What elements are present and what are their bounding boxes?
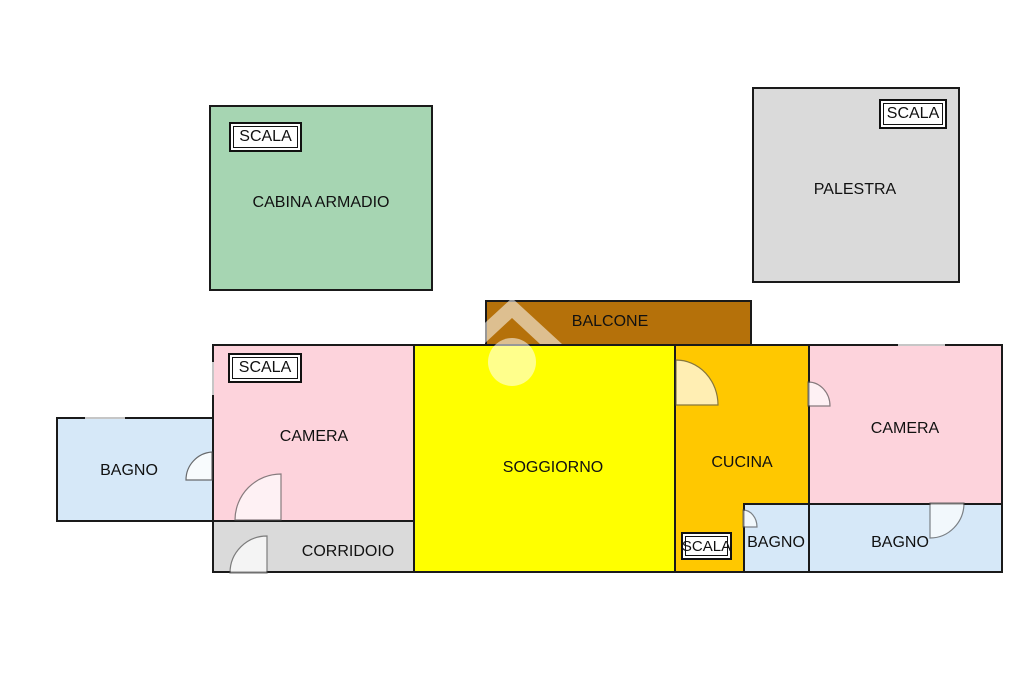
label-cucina: CUCINA <box>711 454 773 471</box>
room-bagno-right <box>808 503 1003 573</box>
door-corridoio <box>229 535 268 574</box>
label-balcone: BALCONE <box>571 313 649 330</box>
label-palestra: PALESTRA <box>813 181 897 198</box>
label-bagno-right: BAGNO <box>871 534 929 551</box>
label-camera-left: CAMERA <box>279 428 349 445</box>
stair-camera: SCALA <box>228 353 302 383</box>
room-bagno-middle <box>743 503 811 573</box>
door-bagno-left <box>185 451 213 481</box>
door-cucina <box>675 359 719 406</box>
label-camera-right: CAMERA <box>870 420 940 437</box>
stair-cucina: SCALA <box>681 532 732 560</box>
door-bagno-middle <box>742 509 758 528</box>
label-cabina-armadio: CABINA ARMADIO <box>252 194 390 211</box>
label-corridoio: CORRIDOIO <box>301 543 395 560</box>
label-soggiorno: SOGGIORNO <box>502 459 604 476</box>
label-bagno-middle: BAGNO <box>747 534 805 551</box>
label-bagno-left: BAGNO <box>100 462 158 479</box>
room-soggiorno <box>413 344 676 573</box>
stair-palestra: SCALA <box>879 99 947 129</box>
door-camera-left <box>234 473 282 521</box>
room-camera-right <box>808 344 1003 505</box>
stair-cabina: SCALA <box>229 122 302 152</box>
door-camera-right <box>807 381 831 407</box>
door-bagno-right <box>929 502 965 539</box>
